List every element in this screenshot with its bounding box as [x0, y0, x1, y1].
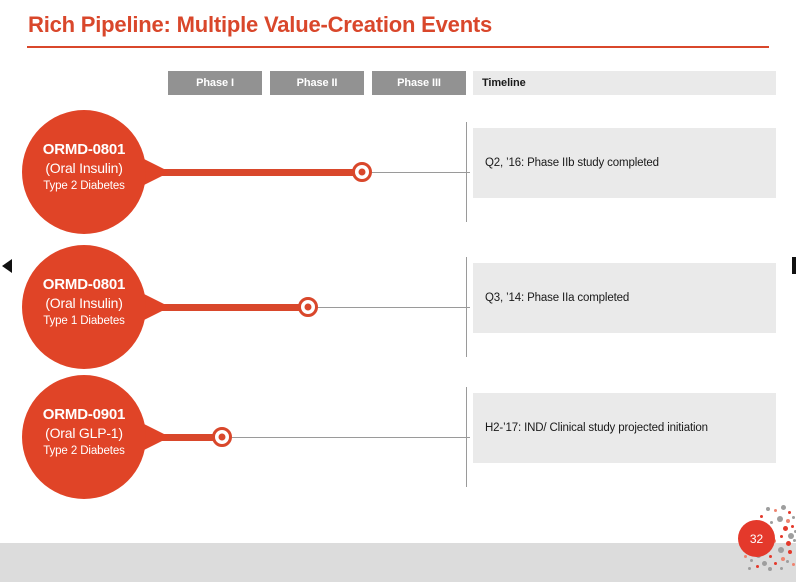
decorative-dot — [788, 533, 794, 539]
timeline-text: Q3, ’14: Phase IIa completed — [485, 292, 630, 304]
decorative-dot — [786, 560, 789, 563]
page-title: Rich Pipeline: Multiple Value-Creation E… — [28, 12, 493, 37]
drug-teardrop: ORMD-0901 (Oral GLP-1) Type 2 Diabetes — [22, 375, 170, 499]
drug-form: (Oral GLP-1) — [45, 425, 123, 441]
timeline-callout: Q2, ’16: Phase IIb study completed — [473, 128, 776, 198]
phase-chip-3: Phase III — [372, 71, 466, 95]
decorative-dot — [792, 563, 795, 566]
teardrop-body — [22, 245, 146, 369]
timeline-callout: Q3, ’14: Phase IIa completed — [473, 263, 776, 333]
decorative-dot — [774, 562, 777, 565]
milestone-marker[interactable] — [212, 427, 232, 447]
decorative-dot — [786, 541, 791, 546]
milestone-marker[interactable] — [352, 162, 372, 182]
drug-name: ORMD-0901 — [42, 406, 126, 423]
decorative-dot — [783, 526, 788, 531]
pipeline-row: ORMD-0801 (Oral Insulin) Type 1 Diabetes… — [0, 245, 796, 375]
drug-name: ORMD-0801 — [42, 141, 126, 158]
drug-teardrop: ORMD-0801 (Oral Insulin) Type 1 Diabetes — [22, 245, 170, 369]
decorative-dot — [781, 557, 785, 561]
triangle-left-icon[interactable] — [2, 259, 12, 273]
timeline-column-header: Timeline — [473, 71, 776, 95]
decorative-dot — [786, 519, 790, 523]
pipeline-row: ORMD-0901 (Oral GLP-1) Type 2 Diabetes H… — [0, 375, 796, 505]
decorative-dot — [780, 535, 783, 538]
decorative-dot — [778, 547, 784, 553]
decorative-dot — [794, 530, 796, 533]
pipeline-row: ORMD-0801 (Oral Insulin) Type 2 Diabetes… — [0, 110, 796, 240]
drug-teardrop: ORMD-0801 (Oral Insulin) Type 2 Diabetes — [22, 110, 170, 234]
decorative-dot — [748, 567, 751, 570]
callout-divider — [466, 387, 467, 487]
title-divider — [27, 46, 769, 48]
drug-form: (Oral Insulin) — [45, 295, 123, 311]
teardrop-body — [22, 110, 146, 234]
drug-form: (Oral Insulin) — [45, 160, 123, 176]
triangle-right-icon[interactable] — [792, 257, 796, 274]
decorative-dot — [792, 516, 795, 519]
connector-red-bar — [160, 434, 230, 441]
connector-thin-line — [170, 307, 470, 308]
callout-divider — [466, 257, 467, 357]
connector-red-bar — [160, 304, 316, 311]
drug-name: ORMD-0801 — [42, 276, 126, 293]
callout-divider — [466, 122, 467, 222]
timeline-text: H2-’17: IND/ Clinical study projected in… — [485, 422, 708, 434]
connector-thin-line — [170, 437, 470, 438]
decorative-dot — [744, 555, 747, 558]
decorative-dot — [770, 521, 773, 524]
decorative-dot — [768, 567, 772, 571]
decorative-dot — [777, 516, 783, 522]
slide-number-badge: 32 — [738, 520, 775, 557]
teardrop-label: ORMD-0801 (Oral Insulin) Type 1 Diabetes — [22, 275, 146, 330]
decorative-dot — [793, 539, 796, 542]
decorative-dot — [788, 511, 791, 514]
decorative-dot — [769, 555, 772, 558]
teardrop-body — [22, 375, 146, 499]
drug-indication: Type 2 Diabetes — [43, 180, 125, 192]
teardrop-label: ORMD-0801 (Oral Insulin) Type 2 Diabetes — [22, 140, 146, 195]
decorative-dot — [760, 515, 763, 518]
teardrop-label: ORMD-0901 (Oral GLP-1) Type 2 Diabetes — [22, 405, 146, 460]
decorative-dot — [788, 550, 792, 554]
decorative-dot — [774, 509, 777, 512]
decorative-dot — [780, 567, 783, 570]
decorative-dot — [781, 505, 786, 510]
footer-bar — [0, 543, 796, 582]
phase-chip-1: Phase I — [168, 71, 262, 95]
timeline-text: Q2, ’16: Phase IIb study completed — [485, 157, 659, 169]
timeline-callout: H2-’17: IND/ Clinical study projected in… — [473, 393, 776, 463]
decorative-dot — [756, 565, 759, 568]
phase-chip-2: Phase II — [270, 71, 364, 95]
drug-indication: Type 2 Diabetes — [43, 445, 125, 457]
decorative-dot — [762, 561, 767, 566]
decorative-dot — [791, 525, 794, 528]
decorative-dot — [766, 507, 770, 511]
milestone-marker[interactable] — [298, 297, 318, 317]
decorative-dot — [750, 559, 753, 562]
drug-indication: Type 1 Diabetes — [43, 315, 125, 327]
connector-red-bar — [160, 169, 370, 176]
